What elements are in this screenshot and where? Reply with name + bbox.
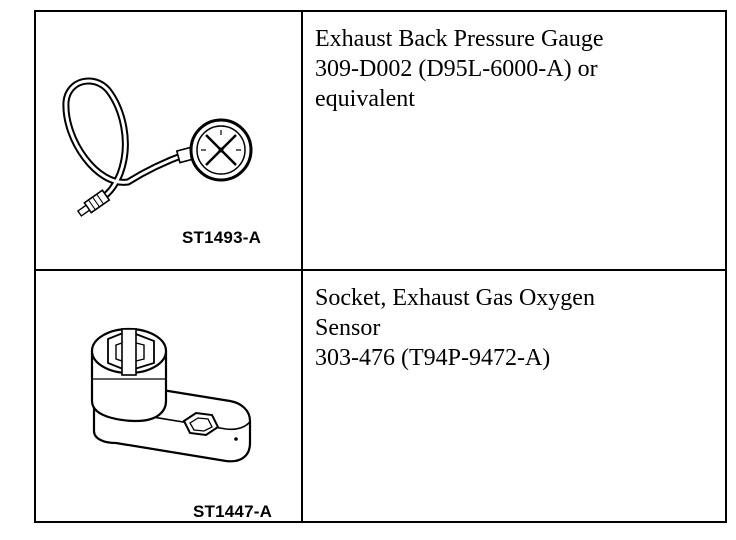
tool-description-cell: Socket, Exhaust Gas Oxygen Sensor 303-47…: [303, 271, 725, 521]
figure-code: ST1447-A: [193, 502, 273, 521]
oxygen-sensor-socket-icon: [90, 327, 252, 463]
tool-row: ST1493-A Exhaust Back Pressure Gauge 309…: [36, 12, 725, 271]
tool-illustration-cell: ST1447-A: [36, 271, 303, 521]
exhaust-back-pressure-gauge-icon: [62, 77, 253, 217]
tool-number-line: 303-476 (T94P-9472-A): [315, 345, 551, 371]
tool-row: ST1447-A Socket, Exhaust Gas Oxygen Sens…: [36, 271, 725, 521]
tool-name-line: Exhaust Back Pressure Gauge: [315, 26, 604, 52]
tool-number-line: 309-D002 (D95L-6000-A) or: [315, 56, 598, 82]
tool-name-line: Sensor: [315, 315, 381, 341]
tool-name-line: Socket, Exhaust Gas Oxygen: [315, 285, 595, 311]
figure-code: ST1493-A: [182, 228, 262, 247]
special-tools-table: ST1493-A Exhaust Back Pressure Gauge 309…: [34, 10, 727, 523]
tool-description-cell: Exhaust Back Pressure Gauge 309-D002 (D9…: [303, 12, 725, 269]
tool-equivalent-line: equivalent: [315, 86, 415, 112]
tool-illustration-cell: ST1493-A: [36, 12, 303, 269]
